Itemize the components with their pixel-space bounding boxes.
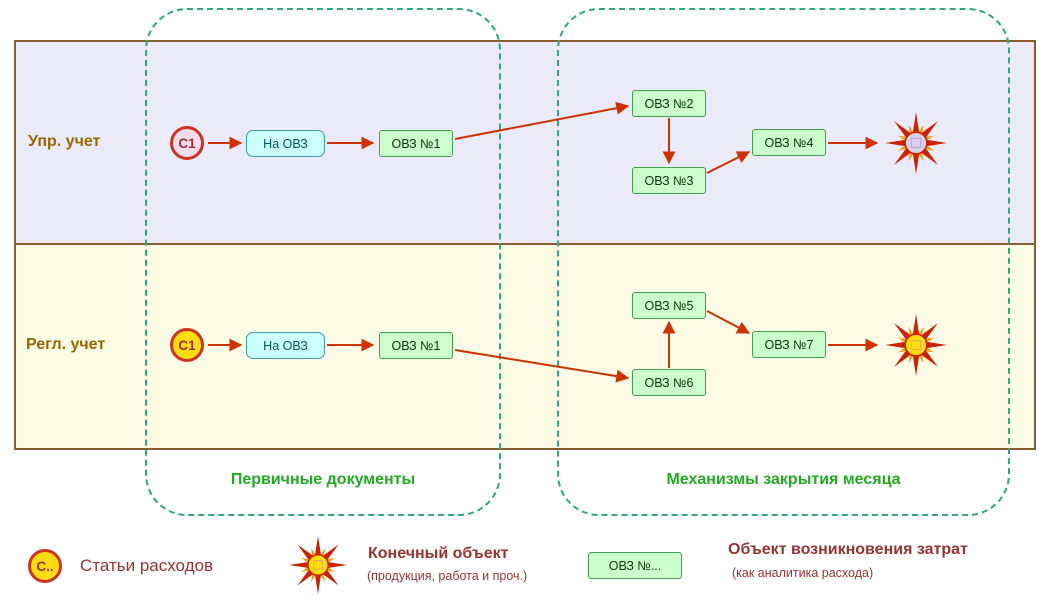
sun-center-square [313, 560, 323, 570]
node-ovz7: ОВЗ №7 [752, 331, 826, 358]
final-object-sun-upper [885, 112, 947, 174]
legend-ovz-box: ОВЗ №... [588, 552, 682, 579]
node-ovz1-lower: ОВЗ №1 [379, 332, 453, 359]
node-ovz6: ОВЗ №6 [632, 369, 706, 396]
node-ovz4: ОВЗ №4 [752, 129, 826, 156]
group-label-primary-documents: Первичные документы [230, 471, 416, 488]
legend-final-object-subtitle: (продукция, работа и проч.) [367, 569, 528, 583]
final-object-sun-lower [885, 314, 947, 376]
band-label-regulated: Регл. учет [26, 336, 106, 353]
node-ovz5: ОВЗ №5 [632, 292, 706, 319]
band-divider [16, 243, 1034, 245]
arrow-ovz1-to-ovz2 [454, 101, 630, 140]
arrow-ovz1-to-ovz6 [454, 349, 630, 383]
node-ovz1-upper: ОВЗ №1 [379, 130, 453, 157]
group-frame-primary-documents [145, 8, 501, 516]
node-na-ovz-upper: На ОВЗ [246, 130, 325, 157]
node-ovz2: ОВЗ №2 [632, 90, 706, 117]
legend-final-object-sun [288, 535, 348, 595]
group-frame-month-closing [557, 8, 1010, 516]
legend-ovz-subtitle: (как аналитика расхода) [732, 566, 874, 580]
sun-center-square [910, 339, 922, 351]
band-label-management: Упр. учет [28, 133, 101, 150]
group-label-month-closing: Механизмы закрытия месяца [666, 471, 901, 488]
legend-ovz-title: Объект возникновения затрат [728, 541, 968, 558]
node-c1-upper: С1 [170, 126, 204, 160]
arrow-ovz3-to-ovz4 [706, 151, 751, 174]
legend-expense-item-circle: С.. [28, 549, 62, 583]
node-ovz3: ОВЗ №3 [632, 167, 706, 194]
sun-center [307, 554, 329, 576]
node-na-ovz-lower: На ОВЗ [246, 332, 325, 359]
legend-expense-item-label: Статьи расходов [80, 556, 214, 575]
sun-center-square [910, 137, 922, 149]
sun-center [904, 131, 928, 155]
legend-final-object-title: Конечный объект [368, 545, 509, 562]
arrow-ovz5-to-ovz7 [706, 310, 751, 334]
node-c1-lower: С1 [170, 328, 204, 362]
sun-center [904, 333, 928, 357]
